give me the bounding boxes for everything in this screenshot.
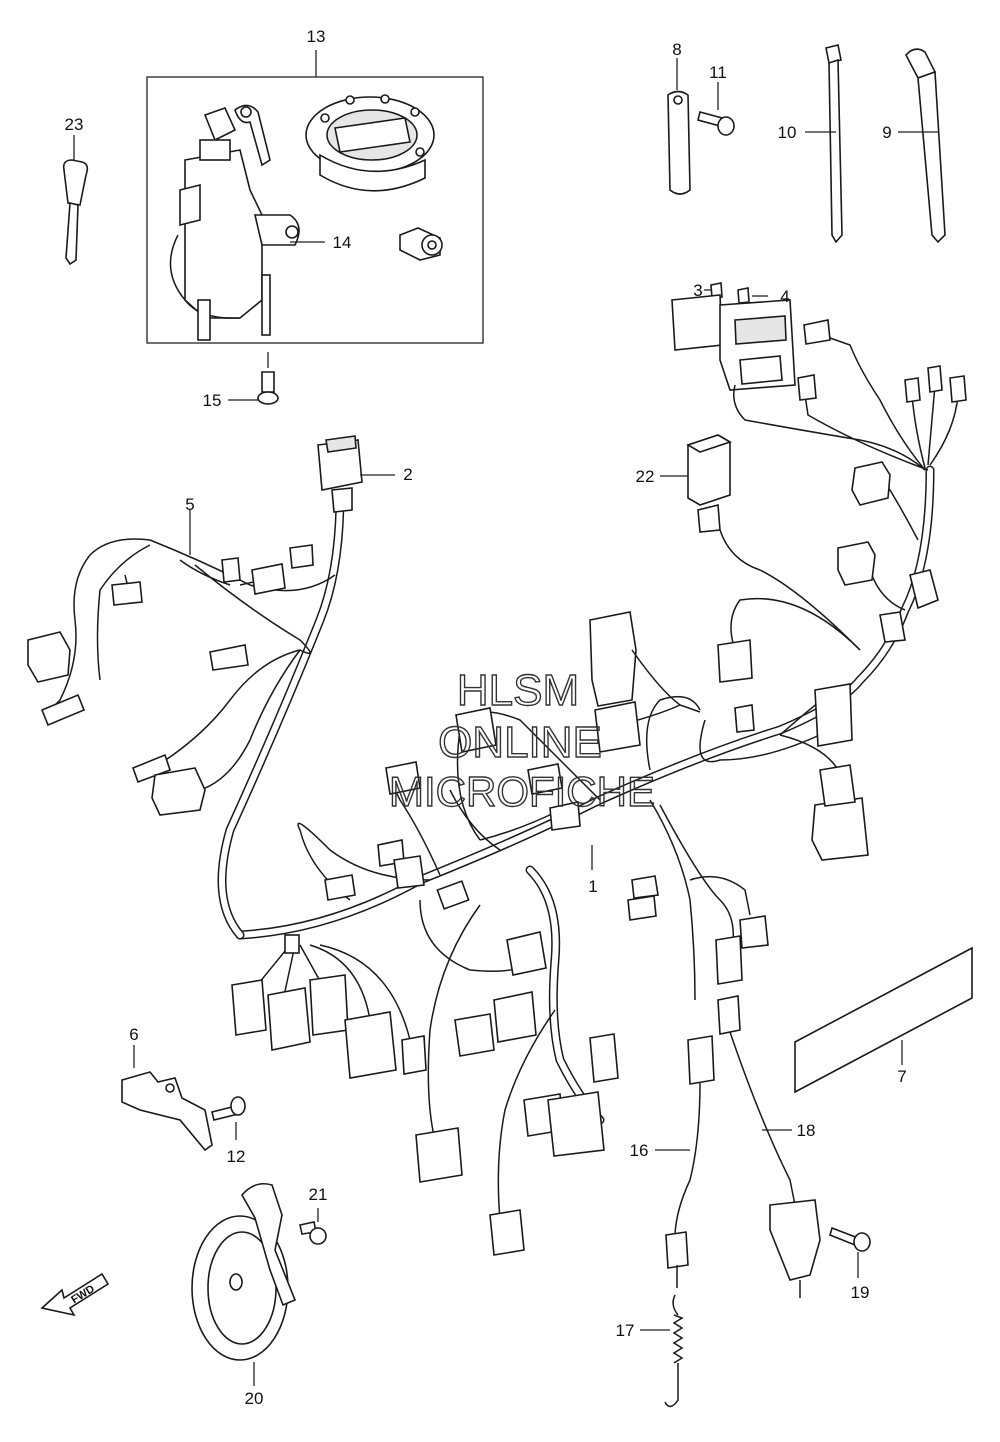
callout-20: 20: [245, 1389, 264, 1408]
callout-18: 18: [797, 1121, 816, 1140]
connector-2: [317, 435, 395, 513]
ignition-switch: [169, 104, 300, 341]
callout-14: 14: [333, 233, 352, 252]
fuse-box: [671, 282, 926, 471]
bolt-12: [211, 1096, 246, 1140]
callout-labels: 1 2 3 4 5 6 7 8 9 10 11 12 13 14 15 16 1…: [65, 27, 907, 1408]
spring-17: [640, 1294, 684, 1408]
label-plate-7: [794, 946, 973, 1094]
ignition-lock-set-group: [146, 50, 484, 344]
key-23: [62, 135, 89, 266]
callout-23: 23: [65, 115, 84, 134]
callout-3: 3: [693, 281, 702, 300]
lower-left-connectors: [231, 974, 619, 1256]
switch-18: [717, 995, 821, 1298]
callout-8: 8: [672, 40, 681, 59]
cable-tie-9: [898, 48, 946, 244]
callout-10: 10: [778, 123, 797, 142]
callout-7: 7: [897, 1067, 906, 1086]
callout-13: 13: [307, 27, 326, 46]
callout-12: 12: [227, 1147, 246, 1166]
relay-22: [660, 434, 732, 506]
callout-22: 22: [636, 467, 655, 486]
callout-9: 9: [882, 123, 891, 142]
bracket-8: [667, 58, 691, 195]
callout-15: 15: [203, 391, 222, 410]
watermark-line-2: ONLINE: [438, 718, 602, 767]
right-connectors: [697, 319, 967, 861]
callout-2: 2: [403, 465, 412, 484]
horn-20: [191, 1182, 297, 1386]
bracket-6: [121, 1045, 213, 1152]
sub-harness-5: [27, 510, 336, 816]
callout-6: 6: [129, 1025, 138, 1044]
bolt-19: [829, 1226, 871, 1278]
callout-4: 4: [780, 287, 789, 306]
switch-16: [655, 1035, 715, 1288]
callout-16: 16: [630, 1141, 649, 1160]
cable-tie-10: [805, 44, 843, 244]
watermark: HLSM ONLINE MICROFICHE: [388, 665, 655, 815]
lock-cylinder: [399, 227, 443, 261]
bolt-11: [697, 82, 735, 136]
center-connectors: [324, 611, 769, 985]
watermark-line-3: MICROFICHE: [389, 768, 655, 815]
fuel-cap: [305, 94, 435, 192]
callout-5: 5: [185, 495, 194, 514]
fwd-arrow: FWD: [40, 1272, 110, 1317]
callout-19: 19: [851, 1283, 870, 1302]
callout-17: 17: [616, 1321, 635, 1340]
callout-11: 11: [709, 63, 727, 82]
watermark-line-1: HLSM: [457, 666, 579, 715]
bolt-21: [299, 1208, 327, 1245]
callout-1: 1: [588, 877, 597, 896]
screw-15: [228, 352, 279, 405]
callout-21: 21: [309, 1185, 328, 1204]
